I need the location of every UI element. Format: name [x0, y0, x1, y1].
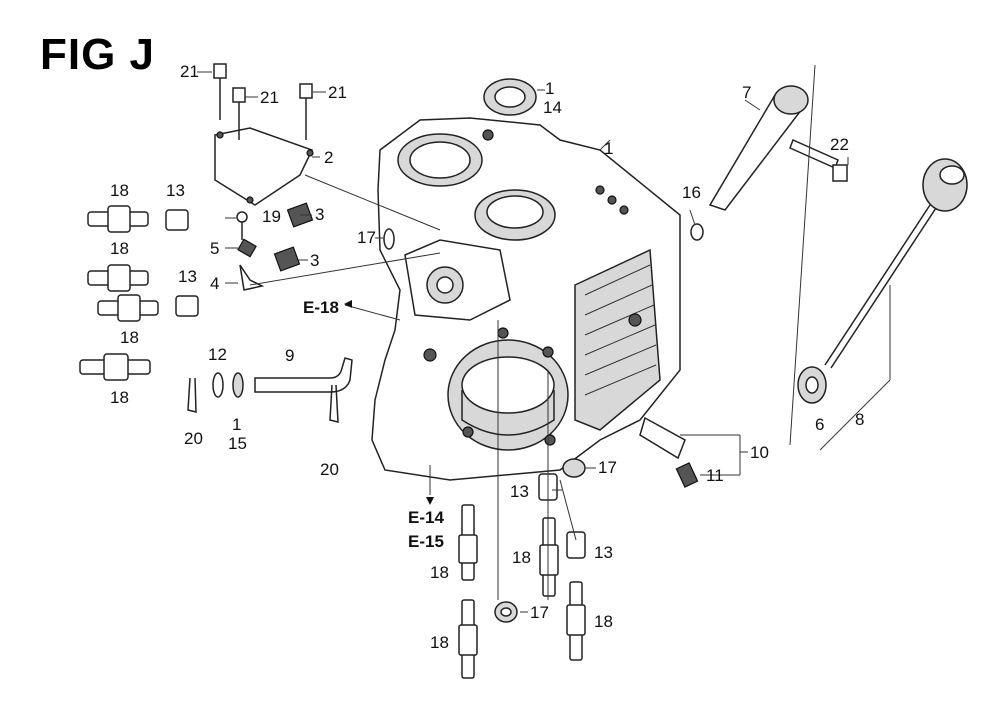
ref-e14: E-14 — [408, 508, 444, 527]
crankcase-body — [371, 117, 681, 481]
callout-18d: 18 — [110, 388, 129, 407]
callout-22: 22 — [830, 135, 849, 154]
callout-6: 6 — [815, 415, 824, 434]
callout-13a: 13 — [166, 181, 185, 200]
studs-left — [79, 205, 159, 381]
callout-8: 8 — [855, 410, 864, 429]
callout-19: 19 — [262, 207, 281, 226]
callout-17-left: 17 — [357, 228, 376, 247]
seal-17-left — [383, 228, 395, 250]
studs-bottom — [458, 458, 586, 679]
callout-2: 2 — [324, 148, 333, 167]
callout-20b: 20 — [320, 460, 339, 479]
callout-18e: 18 — [430, 563, 449, 582]
filter-screens — [273, 202, 314, 272]
dipstick-tube — [690, 85, 848, 241]
callout-15: 15 — [228, 434, 247, 453]
ref-e18: E-18 — [303, 298, 339, 317]
callout-17-right: 17 — [598, 458, 617, 477]
leader-lines — [197, 64, 891, 613]
callout-21b: 21 — [260, 88, 279, 107]
hose-and-clips — [187, 357, 353, 423]
callout-20a: 20 — [184, 429, 203, 448]
callout-11: 11 — [706, 466, 724, 485]
dipstick — [797, 158, 968, 404]
callout-18c: 18 — [120, 328, 139, 347]
callout-9: 9 — [285, 346, 294, 365]
callout-12: 12 — [208, 345, 227, 364]
callout-3b: 3 — [310, 251, 319, 270]
callout-3a: 3 — [315, 205, 324, 224]
callout-7: 7 — [742, 83, 751, 102]
callout-18h: 18 — [594, 612, 613, 631]
callout-18g: 18 — [430, 633, 449, 652]
callout-1-seal: 1 — [545, 79, 554, 98]
figure-title: FIG J — [40, 30, 156, 79]
callout-21a: 21 — [180, 62, 199, 81]
cover-plate — [214, 127, 314, 206]
callout-1-crankcase: 1 — [604, 139, 613, 158]
callout-17-bottom: 17 — [530, 603, 549, 622]
dowels-left — [165, 209, 199, 317]
callout-1-small: 1 — [232, 415, 241, 434]
ref-e15: E-15 — [408, 532, 444, 551]
callout-14: 14 — [543, 98, 562, 117]
callout-13d: 13 — [594, 543, 613, 562]
bolts-21 — [213, 63, 313, 140]
callout-labels: 1 14 1 2 3 3 4 5 19 21 21 21 7 22 16 6 8… — [110, 62, 864, 652]
callout-10: 10 — [750, 443, 769, 462]
oil-pressure-switch — [639, 416, 699, 488]
callout-13c: 13 — [510, 482, 529, 501]
reference-labels: E-18 E-14 E-15 — [303, 298, 444, 551]
valve-parts — [236, 211, 265, 291]
callout-18b: 18 — [110, 239, 129, 258]
callout-21c: 21 — [328, 83, 347, 102]
callout-13b: 13 — [178, 267, 197, 286]
callout-5: 5 — [210, 239, 219, 258]
callout-18f: 18 — [512, 548, 531, 567]
callout-16: 16 — [682, 183, 701, 202]
oil-seal — [483, 78, 537, 116]
callout-18a: 18 — [110, 181, 129, 200]
callout-4: 4 — [210, 274, 219, 293]
